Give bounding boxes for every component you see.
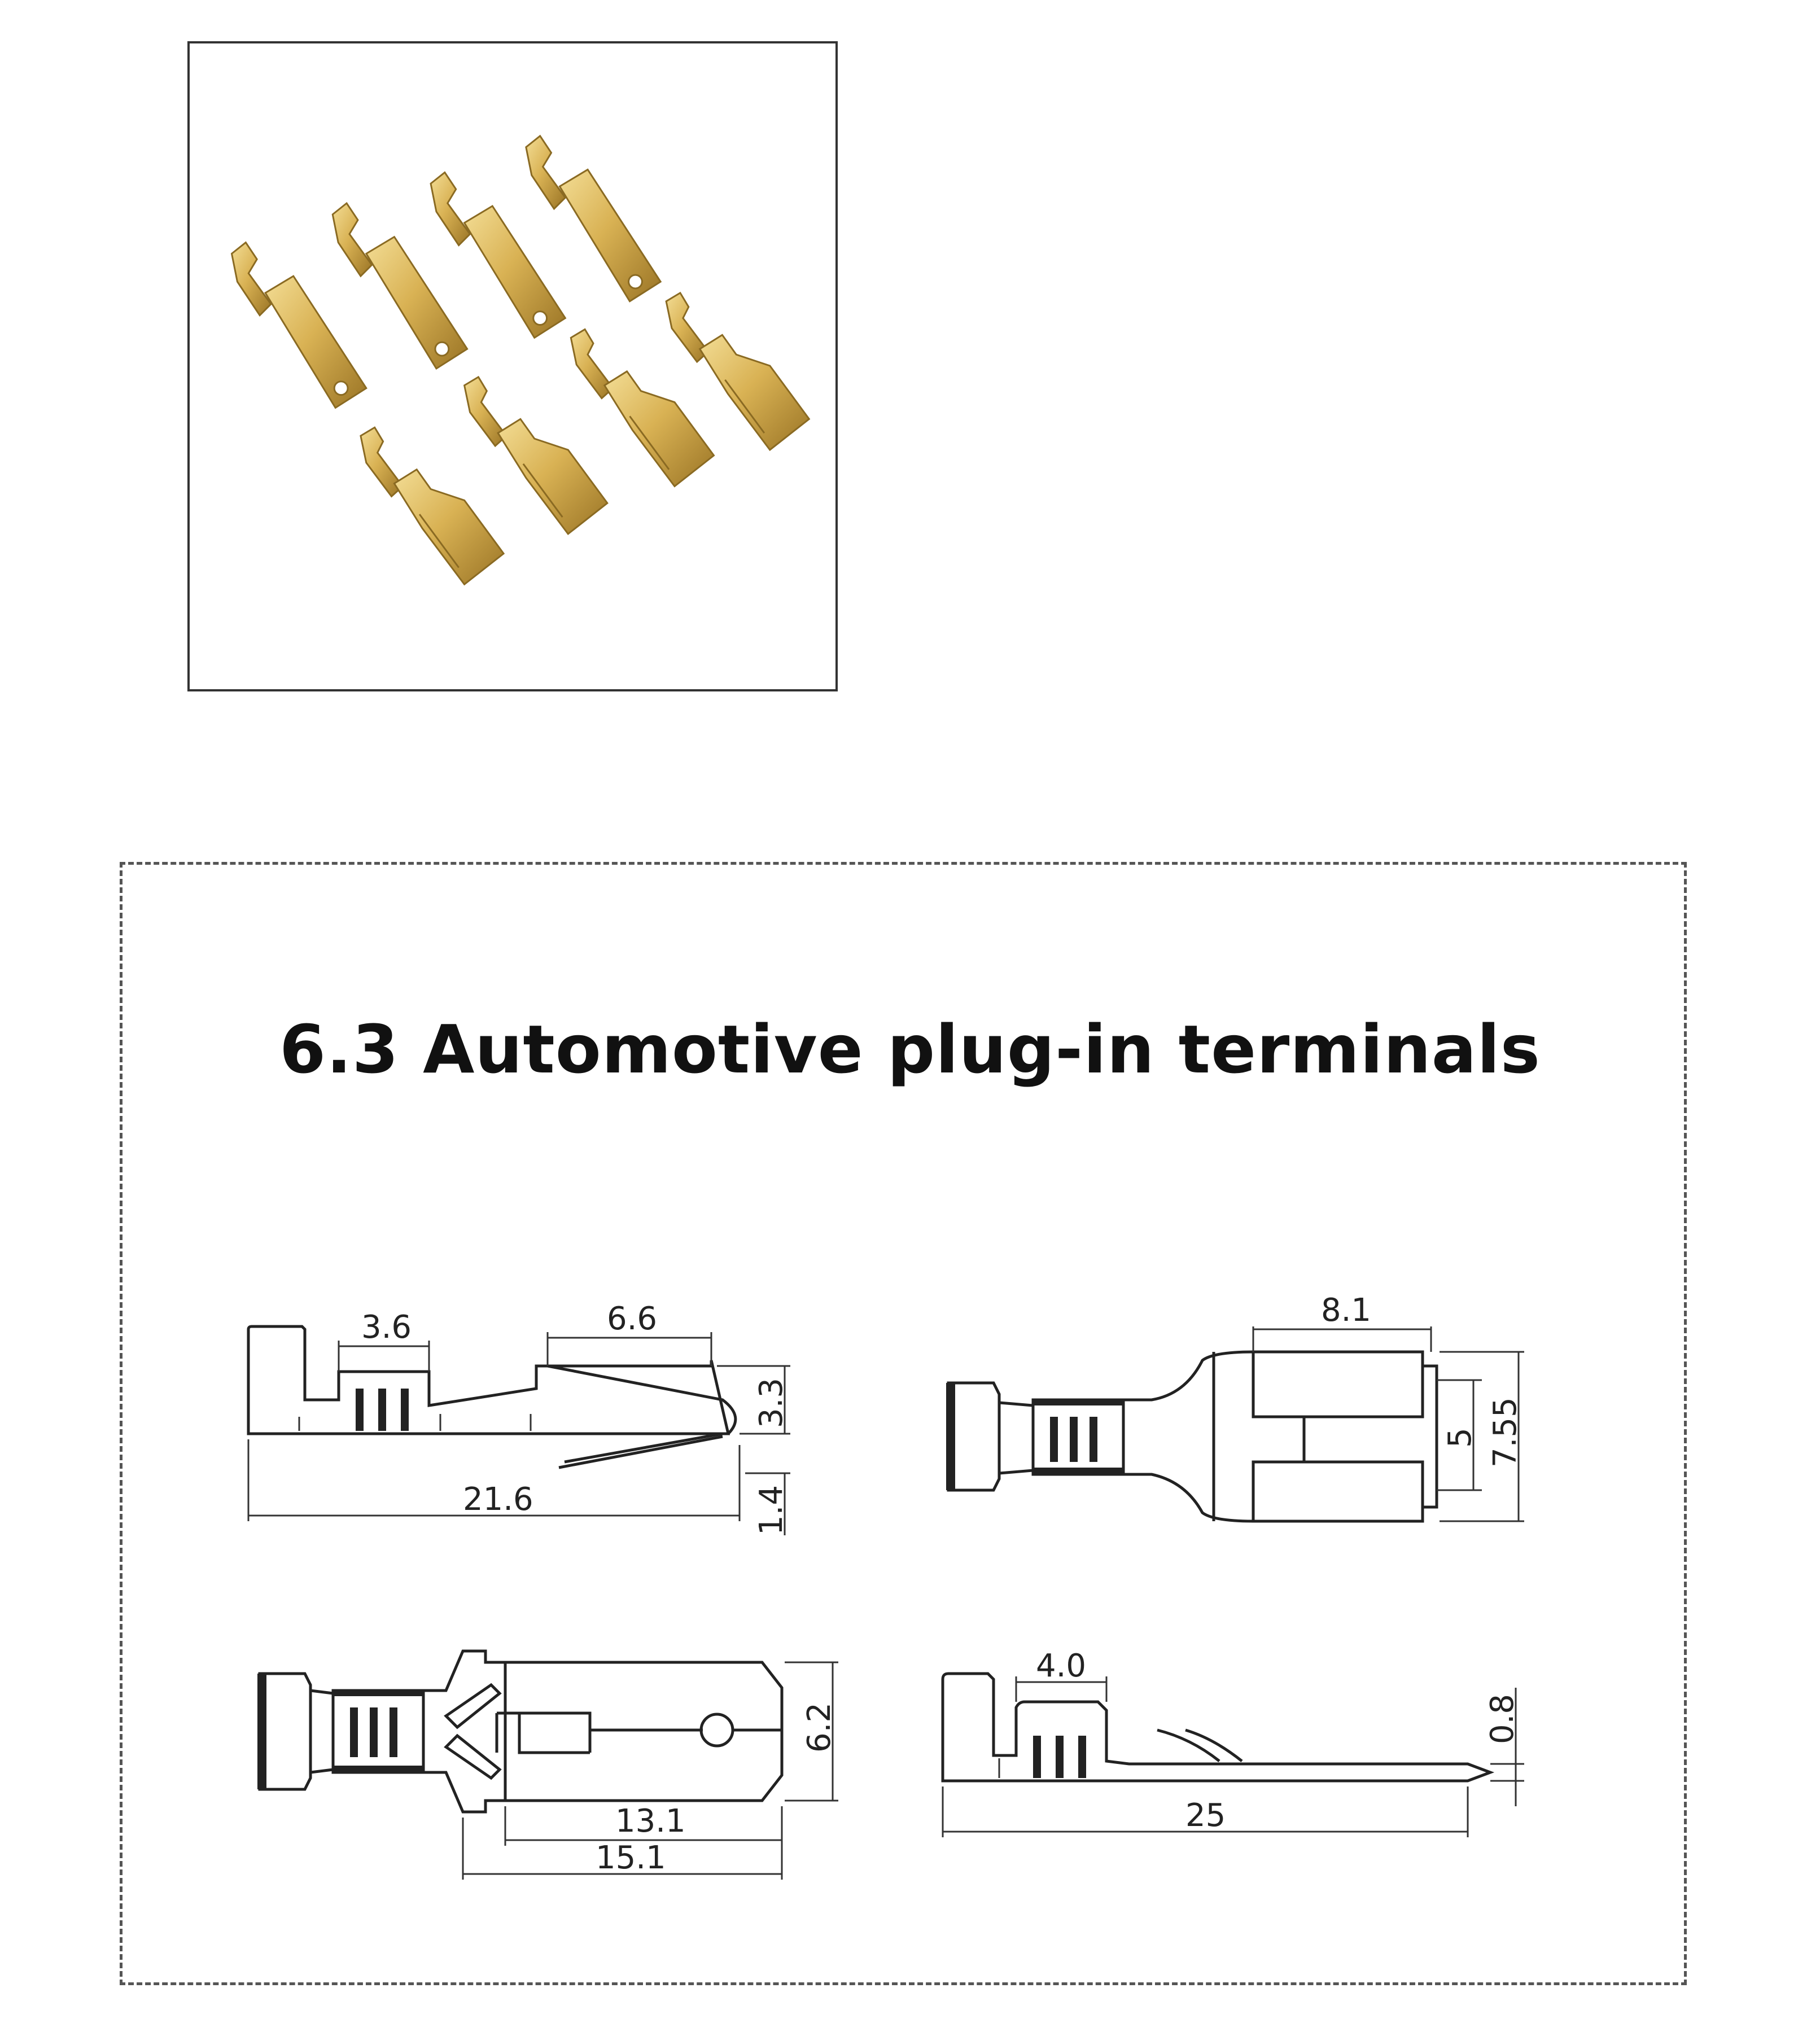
dim-4-0: 4.0 (1036, 1648, 1086, 1684)
dim-3-6: 3.6 (361, 1309, 412, 1346)
drawing-female-top: 8.1 5 7.55 (946, 1292, 1524, 1523)
dim-7-55: 7.55 (1487, 1397, 1524, 1468)
dim-15-1: 15.1 (596, 1840, 666, 1876)
dim-25: 25 (1185, 1797, 1226, 1834)
product-photo (187, 41, 838, 691)
dim-6-2: 6.2 (801, 1702, 838, 1753)
dim-21-6: 21.6 (463, 1481, 533, 1518)
diagram-frame (120, 862, 1687, 1985)
dim-5: 5 (1442, 1428, 1478, 1448)
dim-3-3: 3.3 (753, 1378, 790, 1428)
dim-1-4: 1.4 (753, 1485, 790, 1535)
drawing-male-top: 6.2 13.1 15.1 (257, 1649, 838, 1880)
page-title: 6.3 Automotive plug-in terminals (279, 1010, 1541, 1088)
drawing-female-side: 3.6 6.6 3.3 21.6 1.4 (247, 1300, 790, 1535)
dim-13-1: 13.1 (615, 1803, 686, 1840)
dim-8-1: 8.1 (1321, 1292, 1371, 1329)
dim-0-8: 0.8 (1484, 1694, 1521, 1744)
dim-6-6: 6.6 (607, 1300, 657, 1337)
drawing-male-side: 4.0 0.8 25 (941, 1648, 1524, 1837)
